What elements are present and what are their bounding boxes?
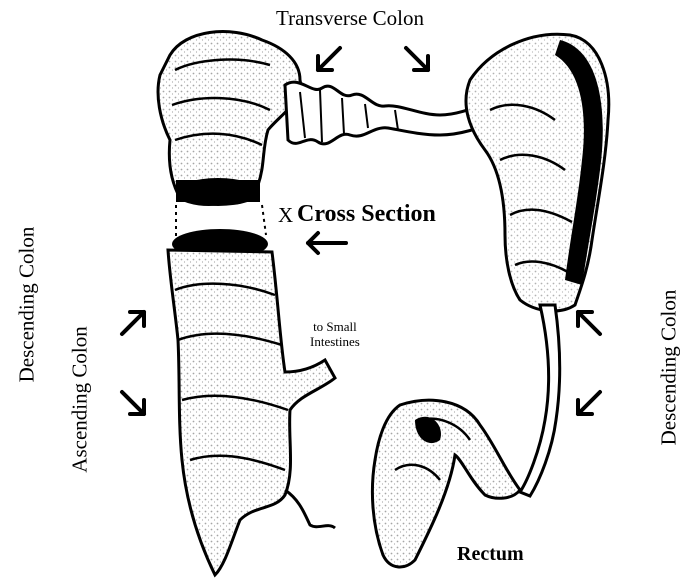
rectum-shape [372,400,520,567]
cross-section-label: Cross Section [297,201,436,228]
transverse-colon-label: Transverse Colon [276,6,424,31]
ascending-colon-lower [168,229,335,575]
ascending-arrow-upper [122,312,144,334]
ascending-colon-upper [158,32,301,206]
descending-colon-left-label: Descending Colon [15,222,40,388]
descending-arrow-upper [578,312,600,334]
cross-section-arrow [308,233,346,253]
small-intestines-label: to Small Intestines [310,319,360,349]
ascending-colon-label: Ascending Colon [68,325,93,475]
transverse-arrow-left [318,48,340,70]
descending-colon-right [466,34,609,311]
descending-arrow-lower [578,392,600,414]
cross-section-marker: X [278,203,293,228]
sigmoid-tube [520,305,560,496]
ascending-arrow-lower [122,392,144,414]
descending-colon-right-label: Descending Colon [657,285,682,451]
transverse-arrow-right [406,48,428,70]
rectum-label: Rectum [457,543,524,566]
